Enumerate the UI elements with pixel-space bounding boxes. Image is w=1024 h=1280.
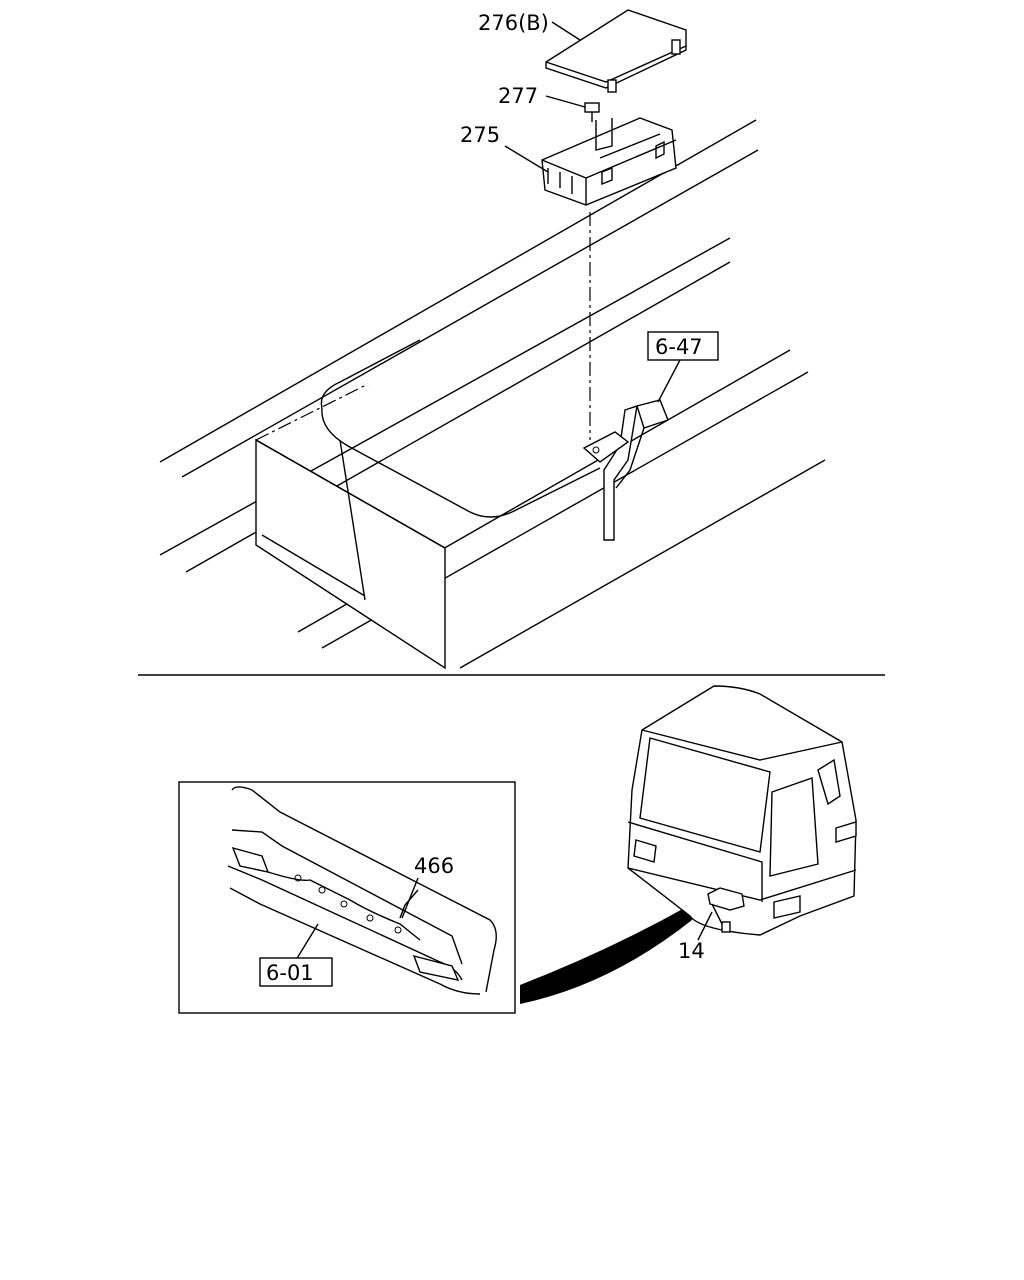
truck-cab xyxy=(627,685,857,936)
leader-bolt xyxy=(545,95,586,108)
callout-bolt: 277 xyxy=(498,84,538,108)
callout-connector: 14 xyxy=(678,939,705,963)
leader-bracket xyxy=(657,359,681,403)
leader-tray xyxy=(504,145,549,173)
crossmember xyxy=(255,339,601,670)
ref-box-bumper xyxy=(259,957,333,987)
detail-pointer xyxy=(520,906,692,1004)
bracket xyxy=(582,399,669,541)
ref-box-bracket xyxy=(647,331,719,361)
frame-rails xyxy=(159,119,826,669)
detail-frame xyxy=(178,781,516,1014)
bolt xyxy=(584,102,600,122)
leader-harness xyxy=(401,877,419,919)
leader-cover xyxy=(551,21,581,41)
callout-bumper-ref: 6-01 xyxy=(266,961,314,985)
callout-harness: 466 xyxy=(414,854,454,878)
callout-cover: 276(B) xyxy=(478,11,549,35)
leader-connector xyxy=(697,911,713,941)
bumper-detail xyxy=(227,786,497,995)
leader-bumper xyxy=(295,923,319,961)
callout-bracket-ref: 6-47 xyxy=(655,335,703,359)
battery-cover xyxy=(545,9,687,93)
battery-tray xyxy=(541,117,677,206)
callout-tray: 275 xyxy=(460,123,500,147)
